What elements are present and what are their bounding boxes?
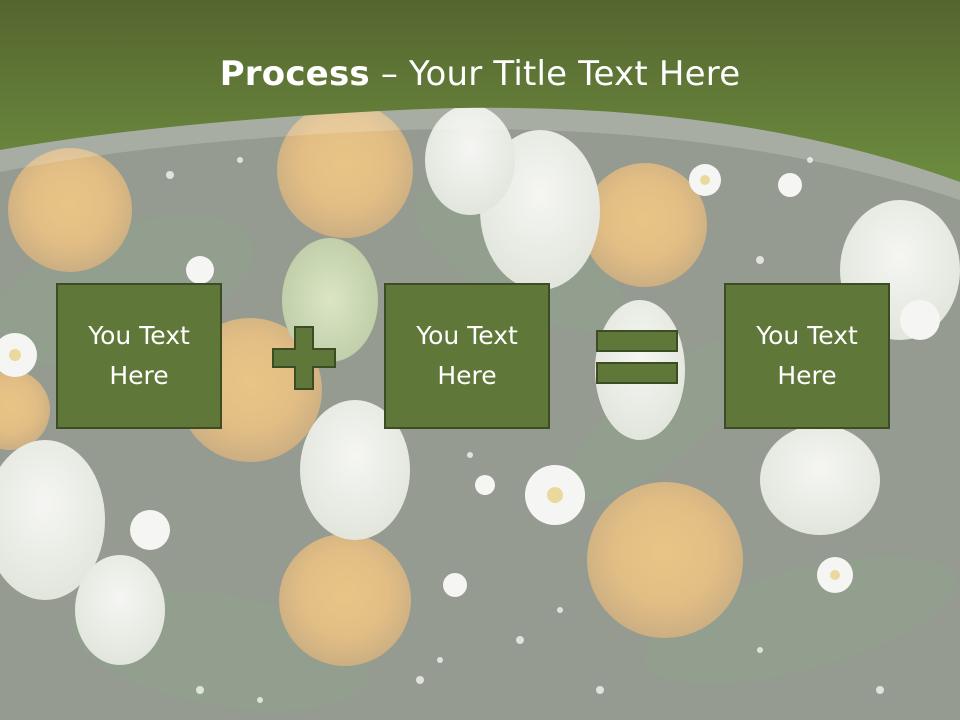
header-band: [0, 0, 960, 200]
title-bold: Process: [219, 54, 370, 94]
process-box-1-text: You Text Here: [88, 321, 190, 390]
process-box-1: You Text Here: [56, 283, 222, 429]
process-box-3-text: You Text Here: [756, 321, 858, 390]
equals-icon: [596, 330, 678, 384]
process-box-2: You Text Here: [384, 283, 550, 429]
process-box-2-text: You Text Here: [416, 321, 518, 390]
process-box-3: You Text Here: [724, 283, 890, 429]
title-rest: – Your Title Text Here: [369, 54, 741, 94]
slide-title: Process – Your Title Text Here: [0, 52, 960, 96]
plus-icon: [272, 326, 336, 390]
